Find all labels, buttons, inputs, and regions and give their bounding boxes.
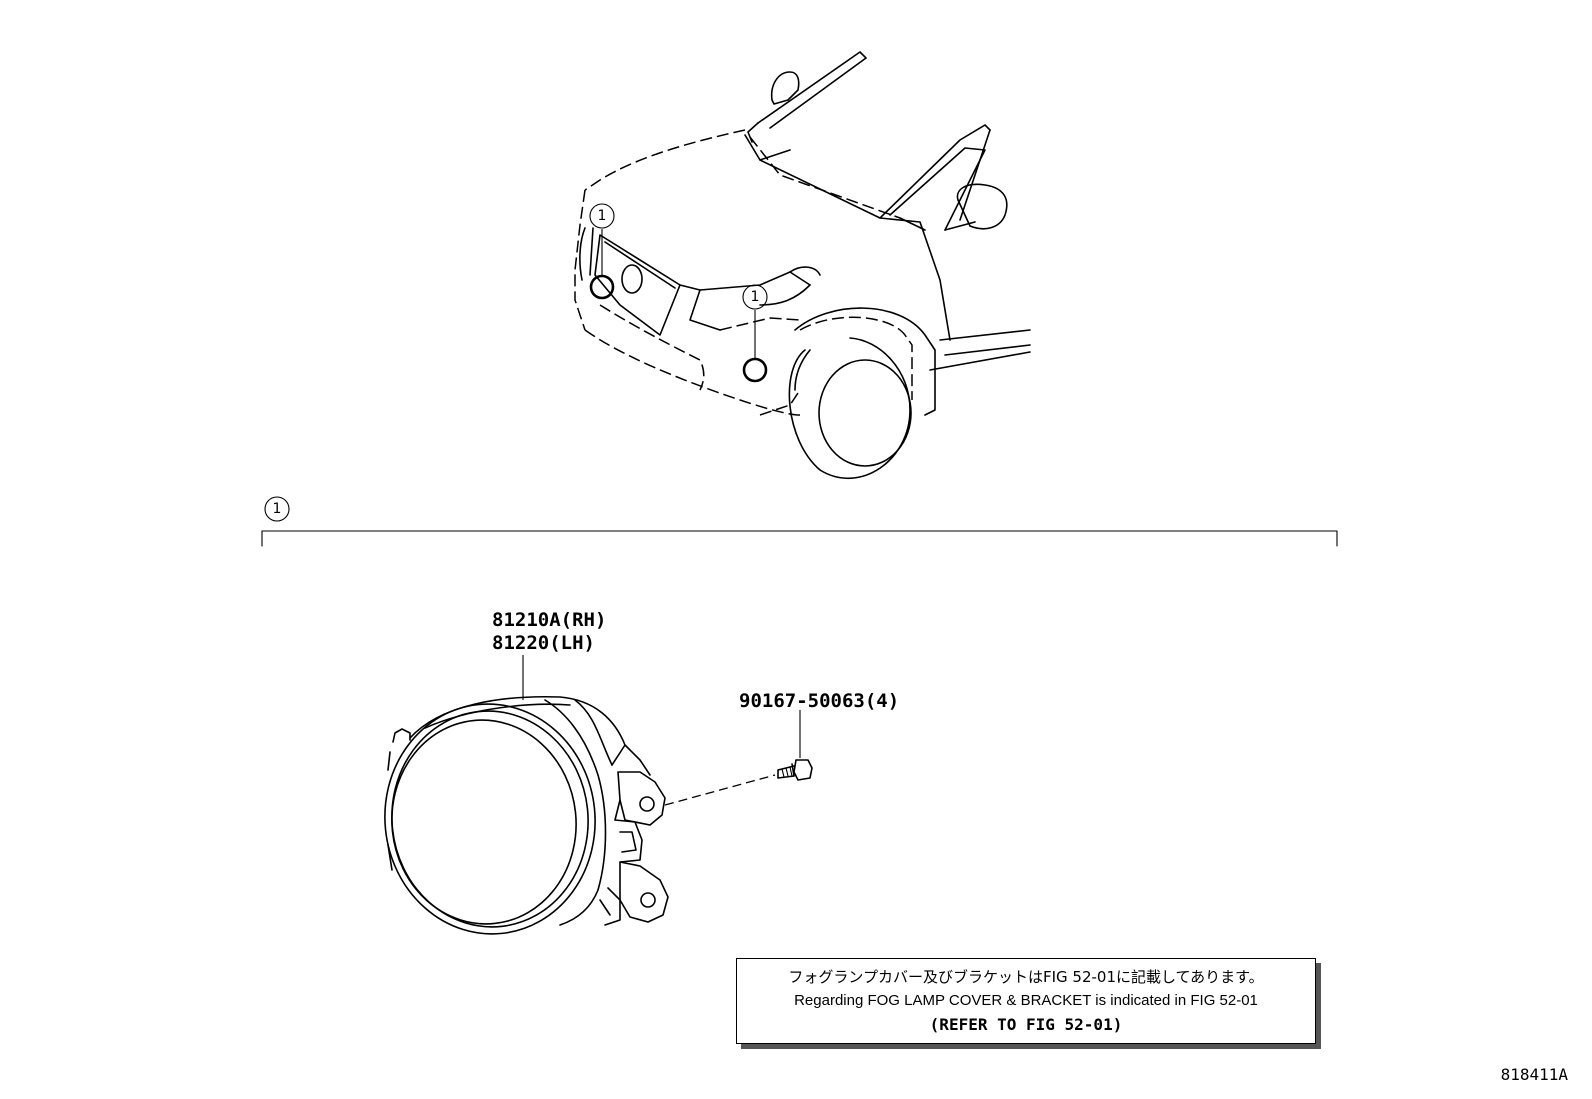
callout-1-upper: 1 [598,208,607,224]
fog-lamp-location-marker-lh [742,357,768,383]
screw-drawing [777,710,813,781]
callout-1-lower: 1 [751,289,760,305]
vehicle-front-illustration: 1 1 [574,51,1031,480]
note-japanese-text: フォグランプカバー及びブラケットはFIG 52-01に記載してあります。 [788,968,1264,986]
part-number-fog-lamp-rh: 81210A(RH) [492,609,606,631]
group-callout-1: 1 [273,501,282,517]
reference-note-box: フォグランプカバー及びブラケットはFIG 52-01に記載してあります。 Reg… [736,958,1316,1044]
group-bracket: 1 [261,496,1338,547]
fog-lamp-location-marker-rh [589,274,615,300]
note-english-text: Regarding FOG LAMP COVER & BRACKET is in… [794,992,1258,1009]
note-reference-text: (REFER TO FIG 52-01) [929,1015,1123,1034]
fog-lamp-assembly-drawing [384,655,776,935]
figure-id: 818411A [1501,1065,1569,1084]
part-number-screw: 90167-50063(4) [739,690,899,712]
part-number-fog-lamp-lh: 81220(LH) [492,632,595,654]
